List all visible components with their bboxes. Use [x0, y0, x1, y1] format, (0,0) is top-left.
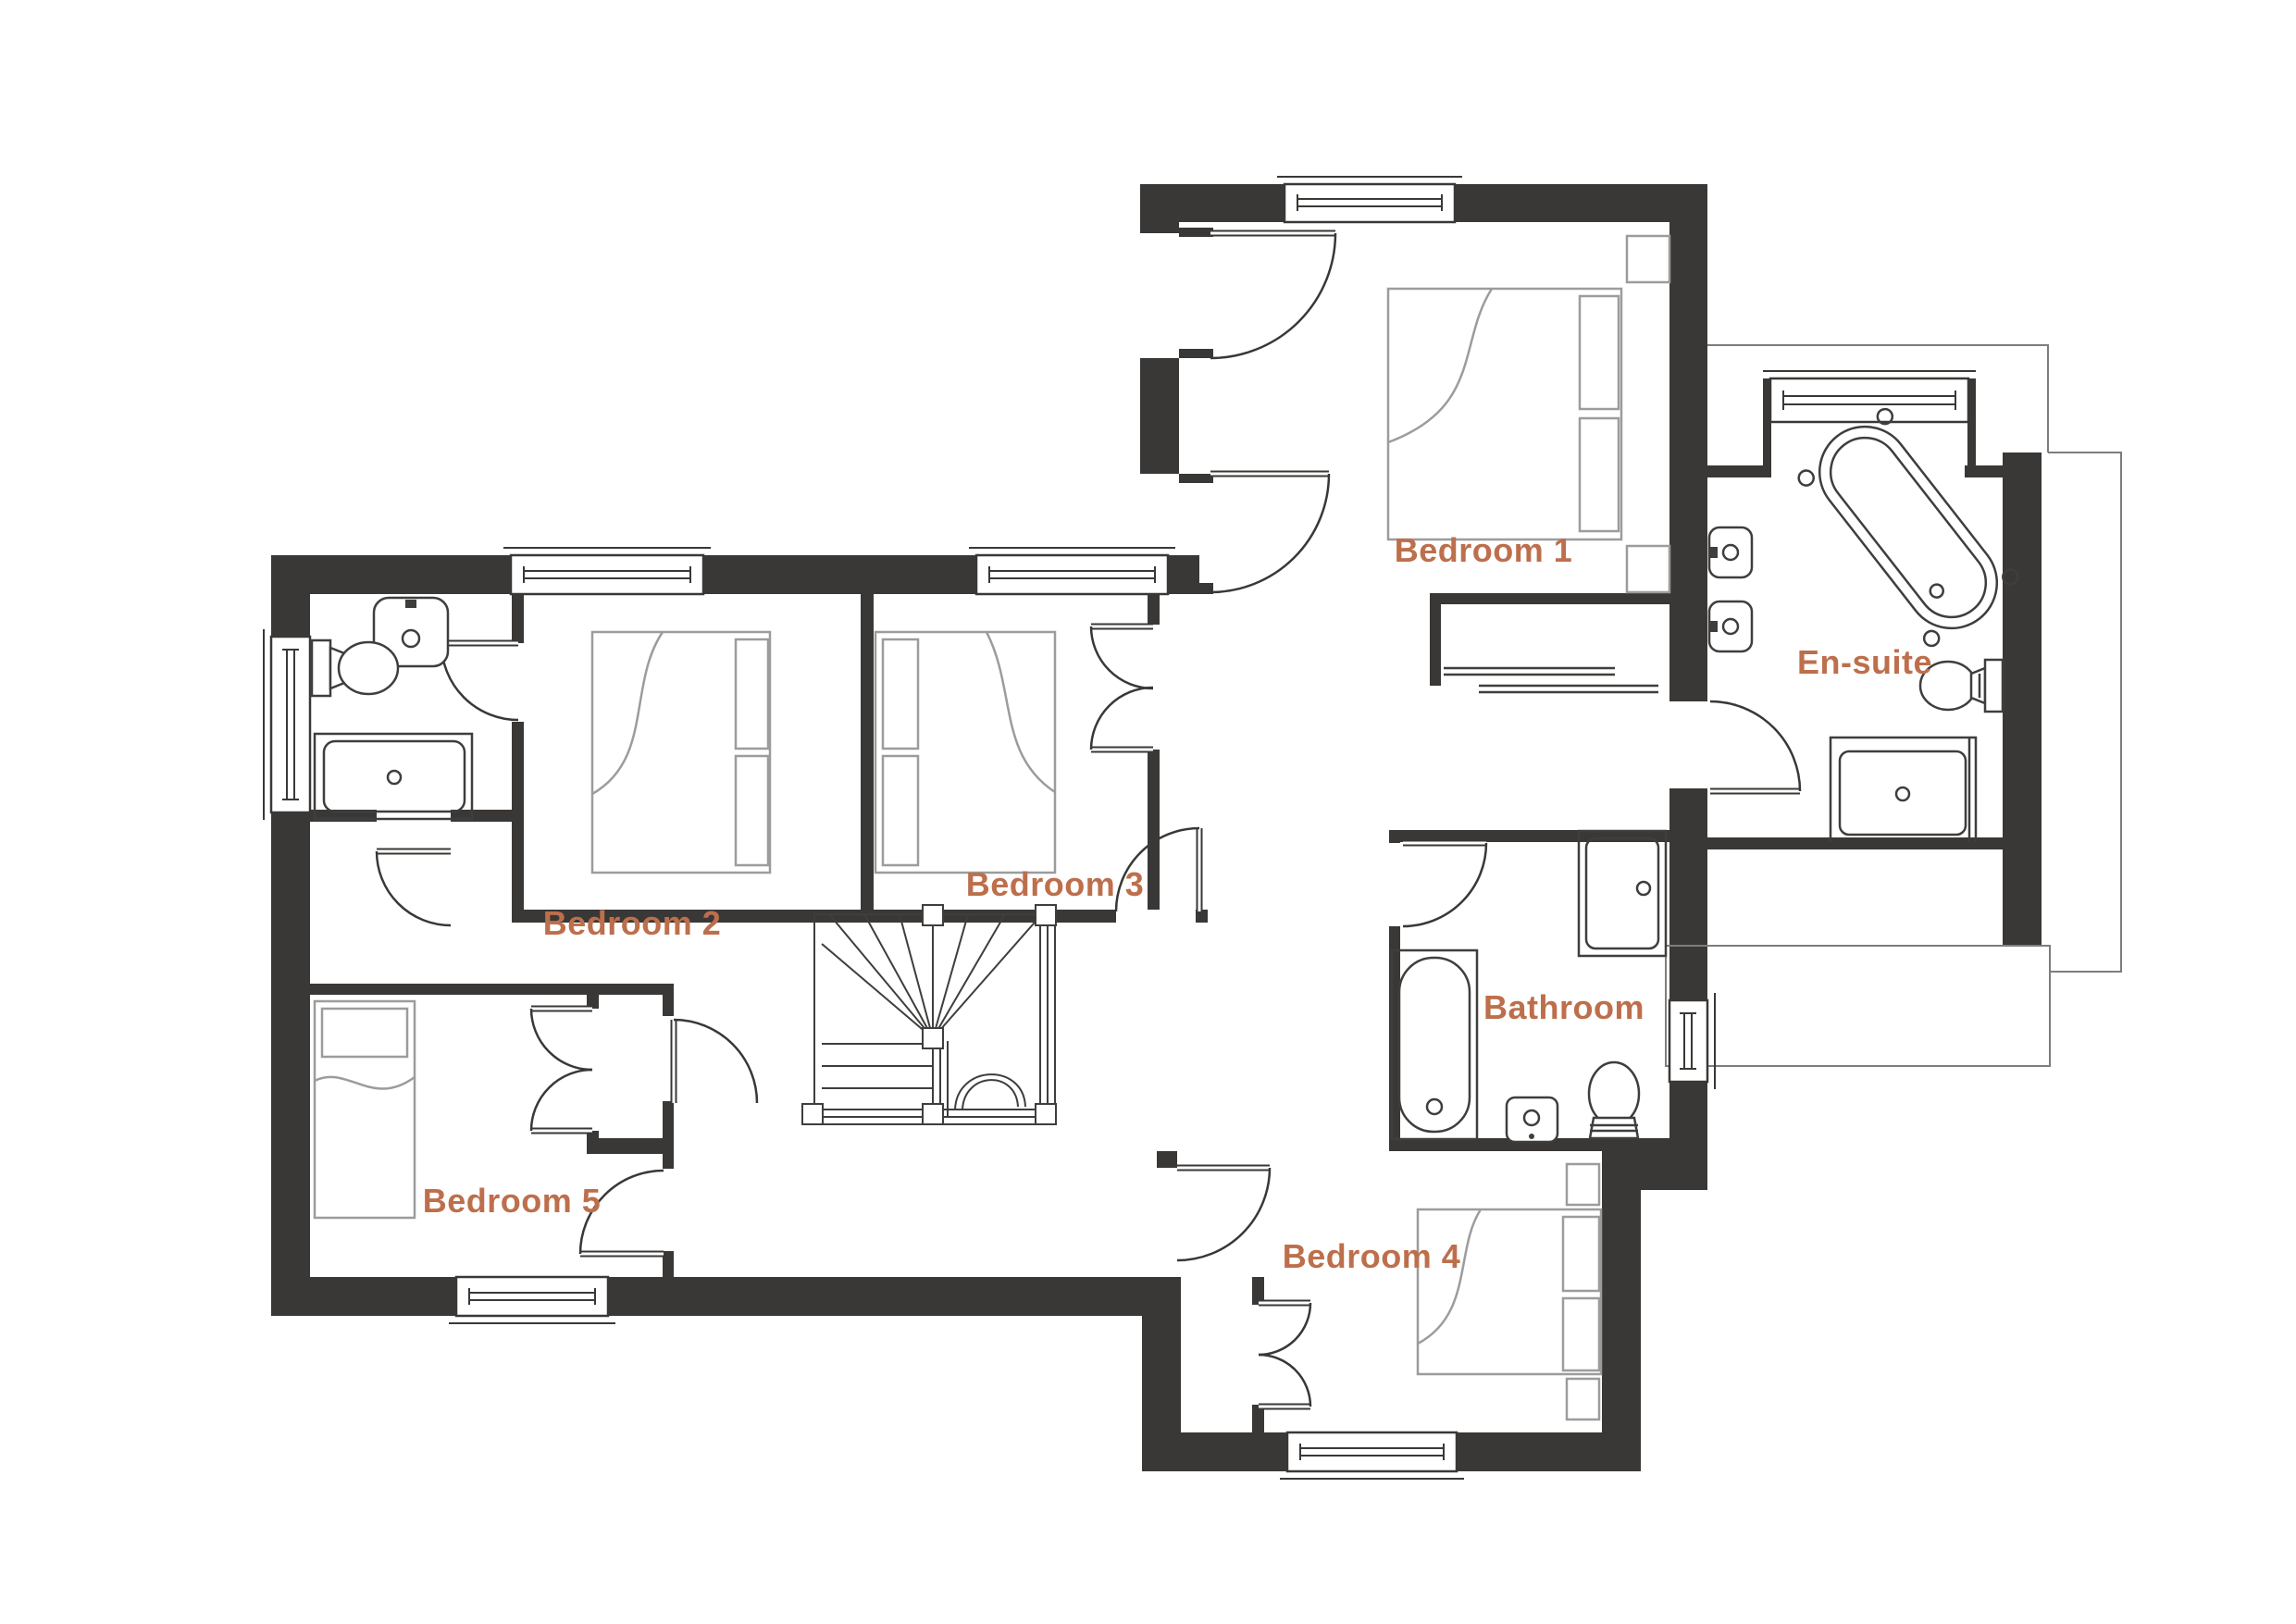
room-label-bedroom-2: Bedroom 2 — [543, 904, 722, 942]
window-ensuite — [1763, 370, 1976, 424]
door-bedroom3-entry — [1114, 826, 1203, 912]
shower-room-fixtures — [310, 596, 474, 821]
windows — [263, 176, 1976, 1480]
room-label-bedroom-5: Bedroom 5 — [423, 1182, 602, 1220]
window-bedroom5 — [449, 1275, 615, 1324]
basin-icon — [1707, 600, 1754, 653]
staircase — [801, 904, 1057, 1125]
toilet-icon — [310, 638, 400, 698]
basin-icon — [1505, 1096, 1559, 1144]
door-bedroom5-closet-lower — [529, 1068, 593, 1134]
window-bedroom2 — [503, 547, 711, 596]
door-shower-room — [440, 639, 519, 722]
toilet-icon — [1587, 1060, 1641, 1140]
room-label-bedroom-4: Bedroom 4 — [1283, 1237, 1461, 1275]
door-bedroom3-wardrobe-lower — [1089, 686, 1154, 753]
door-bedroom1-closet-upper — [1210, 229, 1337, 360]
room-labels: Bedroom 1 Bedroom 2 Bedroom 3 Bedroom 4 … — [423, 531, 1932, 1275]
roof-outlines — [1665, 344, 2122, 1067]
room-label-bedroom-3: Bedroom 3 — [966, 865, 1145, 903]
room-label-en-suite: En-suite — [1797, 643, 1932, 681]
furniture — [313, 234, 1671, 1421]
door-bedroom1-closet-lower — [1210, 470, 1331, 594]
window-bedroom4 — [1280, 1431, 1464, 1480]
window-bathroom — [1668, 993, 1716, 1089]
bed-bedroom3 — [874, 630, 1057, 874]
doors — [375, 229, 1802, 1410]
bed-bedroom2 — [590, 630, 772, 874]
bed-bedroom4 — [1416, 1162, 1603, 1421]
room-label-bathroom: Bathroom — [1483, 988, 1644, 1026]
basin-icon — [372, 596, 450, 668]
bed-bedroom5 — [313, 999, 416, 1220]
basin-icon — [1707, 526, 1754, 579]
bed-bedroom1 — [1386, 234, 1671, 594]
window-shower-room — [263, 629, 312, 820]
door-bedroom2-entry — [375, 848, 452, 927]
door-bedroom4-closet-lower — [1258, 1353, 1312, 1410]
door-bedroom5-closet-upper — [529, 1005, 593, 1072]
shower-icon — [1829, 736, 1978, 842]
door-bedroom4-entry — [1176, 1164, 1272, 1262]
door-bedroom3-wardrobe-upper — [1089, 623, 1154, 690]
door-bedroom4-closet-upper — [1258, 1299, 1312, 1357]
room-label-bedroom-1: Bedroom 1 — [1395, 531, 1573, 569]
bath-icon — [1390, 948, 1479, 1141]
door-landing-cupboard — [670, 1018, 759, 1104]
door-bedroom5-entry — [578, 1169, 664, 1258]
ensuite-fixtures — [1444, 407, 2019, 842]
door-bedroom1-to-ensuite — [1709, 700, 1802, 795]
freestanding-bath-icon — [1797, 407, 2019, 648]
shower-icon — [313, 732, 474, 821]
door-bathroom — [1402, 839, 1488, 928]
toilet-icon — [1918, 658, 2004, 713]
window-bedroom3 — [969, 547, 1175, 596]
window-bedroom1 — [1277, 176, 1462, 224]
bathroom-fixtures — [1390, 829, 1668, 1144]
shower-icon — [1577, 829, 1668, 958]
wardrobe-rails — [1444, 666, 1658, 694]
